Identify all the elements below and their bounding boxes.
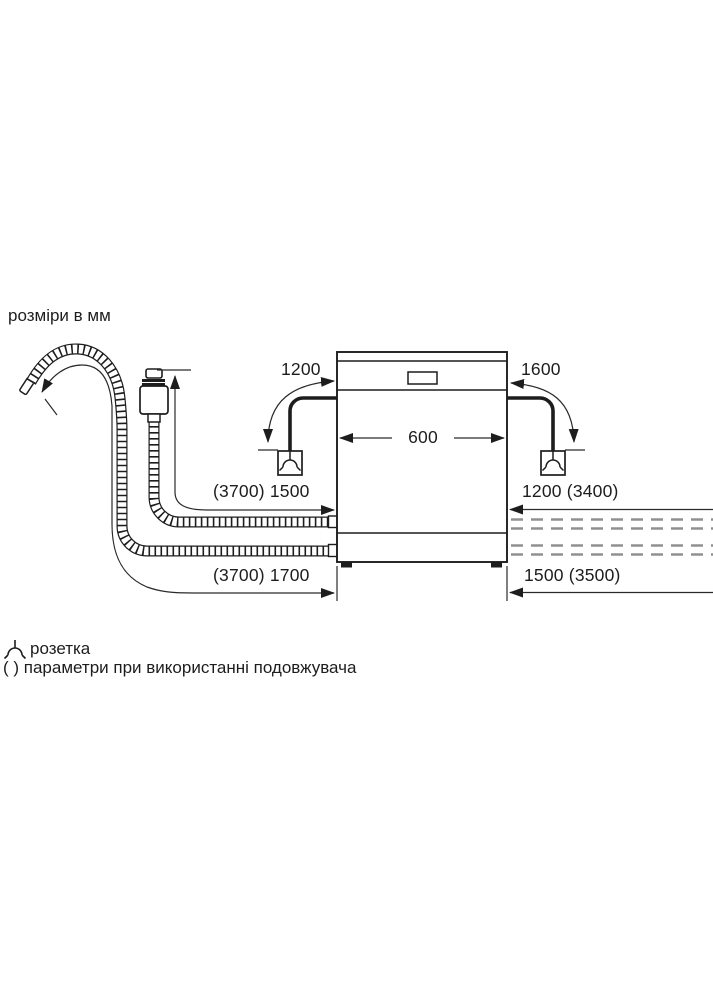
control-panel-display	[407, 371, 438, 385]
inlet-connector-stub	[147, 413, 161, 423]
power-socket-icon	[540, 450, 566, 476]
inlet-hose-body	[149, 420, 333, 527]
dim-leader-cord-right	[510, 379, 579, 443]
dim-label-upper-right: 1200 (3400)	[522, 481, 619, 501]
power-socket-icon	[3, 640, 27, 660]
legend-socket-label: розетка	[30, 639, 91, 658]
inlet-connector-cap	[145, 368, 163, 379]
left-foot	[341, 562, 352, 568]
inlet-hose-corrugation	[149, 420, 333, 527]
dishwasher	[327, 351, 508, 568]
dim-leader-cord-left	[263, 376, 335, 443]
dim-label-appliance-width: 600	[392, 427, 454, 448]
power-socket-icon	[277, 450, 303, 476]
units-note: розміри в мм	[8, 306, 111, 325]
inlet-hose-outline	[148, 420, 333, 528]
hose-continuation-dashes	[511, 518, 713, 556]
right-foot	[491, 562, 502, 568]
dim-leader-tail	[44, 398, 58, 416]
legend-extension-note: ( ) параметри при використанні подовжува…	[3, 658, 357, 677]
dishwasher-cabinet	[336, 351, 508, 563]
dim-label-cord-left: 1200	[281, 359, 321, 379]
dim-label-lower-right: 1500 (3500)	[524, 565, 621, 585]
dim-label-drain-hose: (3700) 1700	[213, 565, 310, 585]
dim-leader-drain-hose	[41, 364, 335, 598]
dim-label-inlet-hose: (3700) 1500	[213, 481, 310, 501]
right-power-cord	[507, 396, 555, 451]
dim-label-cord-right: 1600	[521, 359, 561, 379]
aquastop-valve-body	[139, 385, 169, 415]
left-power-cord	[288, 396, 337, 451]
